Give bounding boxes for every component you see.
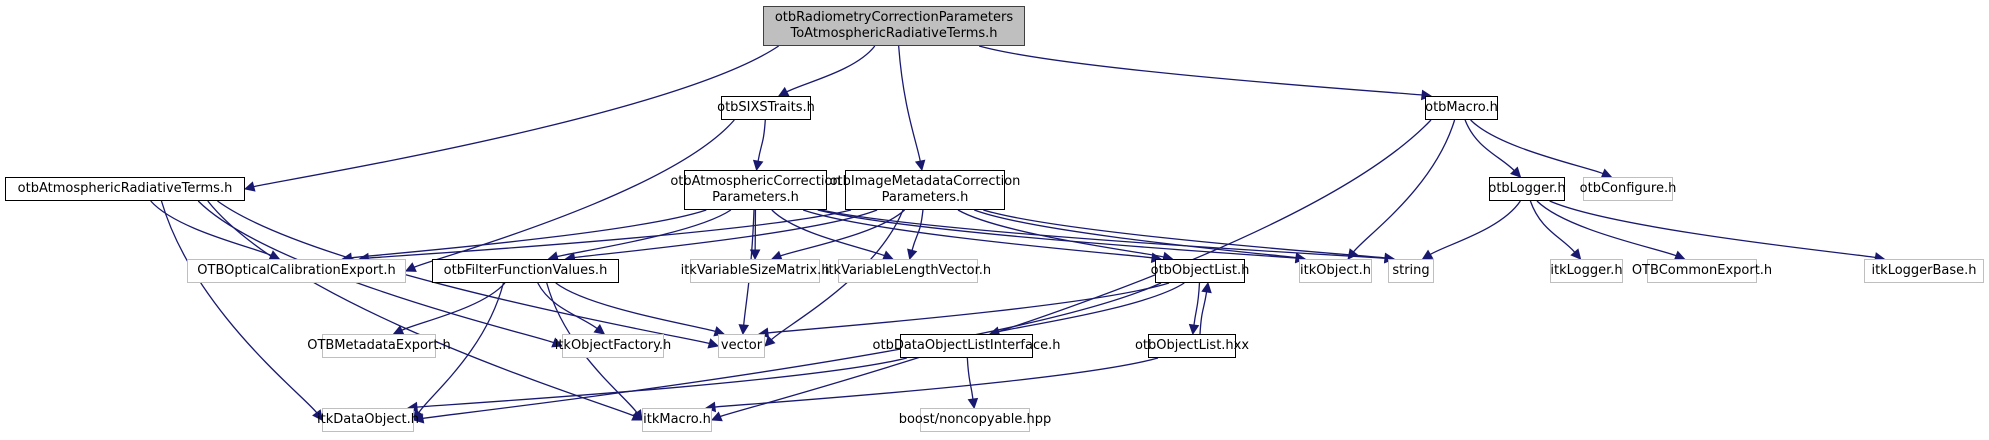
node-itkLogger: itkLogger.h (1550, 259, 1623, 283)
arrowhead-objList-to-dataObject (412, 413, 425, 424)
arrowhead-root-to-imgMeta (914, 159, 926, 172)
arrowhead-filterFn-to-itkMacro (632, 409, 643, 421)
edge-filterFn-to-objFactory (537, 282, 598, 330)
node-otbFilterFunctionValues[interactable]: otbFilterFunctionValues.h (432, 259, 619, 283)
edge-imgMeta-to-filterFn (574, 209, 878, 259)
edge-sixs-to-atmCorr (757, 119, 766, 162)
edge-imgMeta-to-objList (957, 209, 1164, 258)
node-string: string (1388, 259, 1434, 283)
edge-filterFn-to-vector (555, 282, 716, 333)
edge-objList-to-dataObject (422, 282, 1162, 420)
edge-atmCorr-to-itkObject (817, 209, 1297, 259)
arrowhead-imgMeta-to-vector (764, 335, 776, 347)
arrowhead-logger-to-itkLogger (1570, 248, 1582, 260)
edge-imgMeta-to-varMatrix (780, 209, 906, 257)
arrowhead-logger-to-string (1421, 249, 1434, 260)
edge-objListHxx-to-itkMacro (714, 357, 1159, 408)
node-vector: vector (718, 334, 765, 358)
node-boost-noncopyable: boost/noncopyable.hpp (899, 408, 1051, 432)
edge-imgMeta-to-itkObject (974, 209, 1297, 259)
edge-atmRad-to-itkMacro (207, 200, 635, 417)
node-root-header: otbRadiometryCorrectionParameters ToAtmo… (763, 6, 1025, 46)
edge-objList-to-dolInterface (998, 282, 1185, 333)
node-OTBCommonExport: OTBCommonExport.h (1632, 259, 1772, 283)
edge-dolInterface-to-noncopyable (966, 357, 974, 400)
arrowhead-objListHxx-to-objList (1201, 281, 1212, 294)
node-itkDataObject: itkDataObject.h (317, 408, 419, 432)
arrowhead-objList-to-objListHxx (1188, 323, 1200, 336)
edge-imgMeta-to-string (983, 209, 1386, 259)
arrowhead-atmCorr-to-varMatrix (749, 249, 761, 261)
node-otbConfigure: otbConfigure.h (1580, 177, 1676, 201)
edge-root-to-sixs (786, 45, 876, 93)
arrowhead-macro-to-logger (1510, 166, 1522, 178)
edge-atmCorr-to-optCal (351, 209, 707, 259)
node-otbObjectListHxx[interactable]: otbObjectList.hxx (1135, 334, 1249, 358)
edge-root-to-atmRad (253, 45, 780, 188)
node-otbSIXSTraits[interactable]: otbSIXSTraits.h (717, 96, 815, 120)
edge-dolInterface-to-dataObject (416, 357, 907, 408)
arrowhead-macro-to-itkMacro (710, 411, 723, 422)
arrowhead-filterFn-to-objFactory (593, 324, 606, 335)
arrowhead-sixs-to-optCal (404, 262, 417, 272)
edge-filterFn-to-dataObject (418, 282, 505, 413)
arrowhead-root-to-atmRad (243, 181, 256, 192)
node-otbImageMetadataCorrectionParameters[interactable]: otbImageMetadataCorrection Parameters.h (830, 170, 1020, 210)
edge-objList-to-objListHxx (1193, 282, 1201, 326)
edge-macro-to-itkMacro (720, 119, 1432, 418)
arrowhead-atmRad-to-dataObject (312, 409, 323, 421)
arrowhead-atmRad-to-vector (707, 338, 720, 349)
node-itkMacro: itkMacro.h (642, 408, 712, 432)
node-otbLogger[interactable]: otbLogger.h (1488, 177, 1566, 201)
edge-logger-to-itkLogger (1529, 200, 1576, 253)
node-itkLoggerBase: itkLoggerBase.h (1864, 259, 1984, 283)
edge-atmCorr-to-vector (743, 209, 755, 326)
edge-macro-to-logger (1464, 119, 1515, 171)
node-otbMacro[interactable]: otbMacro.h (1425, 96, 1498, 120)
node-otbDataObjectListInterface[interactable]: otbDataObjectListInterface.h (873, 334, 1061, 358)
node-itkVariableSizeMatrix: itkVariableSizeMatrix.h (681, 259, 829, 283)
edge-imgMeta-to-optCal (368, 209, 852, 259)
edge-imgMeta-to-vector (770, 209, 904, 341)
edge-atmRad-to-dataObject (160, 200, 318, 414)
arrowhead-atmCorr-to-vector (738, 324, 750, 336)
node-otbAtmosphericCorrectionParameters[interactable]: otbAtmosphericCorrection Parameters.h (670, 170, 841, 210)
edge-macro-to-itkObject (1353, 119, 1456, 253)
edge-filterFn-to-itkMacro (546, 282, 638, 413)
edge-logger-to-commonExport (1536, 200, 1677, 257)
edge-atmRad-to-objFactory (197, 200, 554, 344)
arrowhead-dolInterface-to-noncopyable (967, 397, 979, 410)
arrowhead-macro-to-itkObject (1347, 248, 1359, 260)
node-itkObject: itkObject.h (1299, 259, 1372, 283)
edges-layer (150, 45, 1886, 424)
edge-macro-to-configure (1470, 119, 1604, 175)
node-itkVariableLengthVector: itkVariableLengthVector.h (825, 259, 991, 283)
edge-root-to-macro (978, 45, 1423, 96)
arrowhead-sixs-to-atmCorr (752, 159, 764, 172)
node-OTBOpticalCalibrationExport: OTBOpticalCalibrationExport.h (187, 259, 406, 283)
edge-objListHxx-to-objList (1199, 291, 1208, 335)
edge-atmCorr-to-objList (802, 209, 1153, 259)
edge-logger-to-loggerBase (1549, 200, 1876, 259)
edge-atmCorr-to-filterFn (557, 209, 732, 258)
edge-atmRad-to-optCal (150, 200, 272, 256)
node-OTBMetadataExport: OTBMetadataExport.h (307, 334, 451, 358)
arrowhead-root-to-sixs (777, 86, 790, 97)
edge-filterFn-to-metaExport (401, 282, 506, 331)
edge-atmRad-to-vector (217, 200, 710, 345)
node-otbAtmosphericRadiativeTerms[interactable]: otbAtmosphericRadiativeTerms.h (5, 177, 245, 201)
edge-objList-to-vector (767, 282, 1170, 334)
node-itkObjectFactory: itkObjectFactory.h (555, 334, 671, 358)
edge-logger-to-string (1430, 200, 1521, 255)
edge-imgMeta-to-varVector (911, 209, 924, 251)
arrowhead-imgMeta-to-varVector (907, 248, 918, 261)
arrowhead-atmRad-to-objFactory (551, 337, 564, 348)
node-otbObjectList[interactable]: otbObjectList.h (1151, 259, 1249, 283)
edge-root-to-imgMeta (898, 45, 921, 162)
